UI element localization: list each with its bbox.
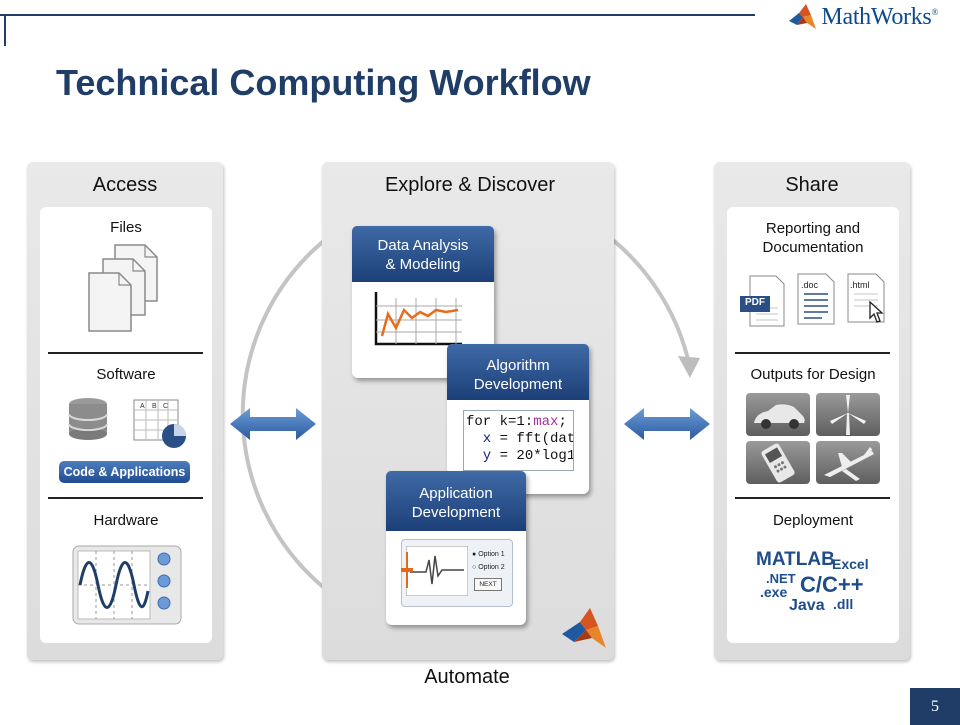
share-title: Share xyxy=(785,174,839,196)
data-analysis-line2: & Modeling xyxy=(385,256,461,273)
next-button[interactable]: NEXT xyxy=(474,578,502,591)
separator xyxy=(48,497,203,499)
svg-text:A: A xyxy=(140,403,145,410)
code-line3-a: y xyxy=(466,448,492,464)
deploy-excel: Excel xyxy=(832,556,869,572)
application-line1: Application xyxy=(419,485,493,502)
airplane-icon xyxy=(824,447,874,481)
page-number: 5 xyxy=(910,688,960,725)
line-plot-icon xyxy=(368,288,468,350)
documents-icon xyxy=(88,244,158,332)
hardware-label: Hardware xyxy=(93,512,159,529)
deploy-dll: .dll xyxy=(833,596,854,612)
airplane-tile xyxy=(816,441,880,484)
pdf-document-icon xyxy=(740,275,785,327)
car-icon xyxy=(754,404,805,429)
code-applications-badge: Code & Applications xyxy=(59,461,190,483)
software-label: Software xyxy=(96,366,156,383)
phone-tile xyxy=(746,441,810,484)
option-2-label: Option 2 xyxy=(478,564,505,571)
application-line2: Development xyxy=(411,504,501,521)
explore-share-arrow-icon xyxy=(624,408,710,440)
deploy-cpp: C/C++ xyxy=(800,572,864,597)
access-explore-arrow-icon xyxy=(230,408,316,440)
code-line1-b: max xyxy=(533,414,559,430)
separator xyxy=(48,352,203,354)
option-1-label: Option 1 xyxy=(478,551,505,558)
wind-turbine-icon xyxy=(830,395,866,435)
pdf-label: PDF xyxy=(745,297,765,308)
membrane-logo-icon xyxy=(789,4,817,29)
database-icon xyxy=(68,398,108,440)
data-analysis-header: Data Analysis & Modeling xyxy=(352,226,494,282)
reporting-line1: Reporting and xyxy=(765,220,861,237)
svg-text:B: B xyxy=(152,403,157,410)
access-title: Access xyxy=(92,174,158,196)
svg-text:C: C xyxy=(163,403,168,410)
algorithm-line1: Algorithm xyxy=(486,357,550,374)
files-label: Files xyxy=(110,219,142,236)
doc-document-icon xyxy=(797,273,835,325)
logo-text: MathWorks® xyxy=(821,3,938,30)
automate-label: Automate xyxy=(424,666,510,688)
code-line3-b: = 20*log1 xyxy=(491,448,574,464)
explore-title: Explore & Discover xyxy=(384,174,556,196)
doc-label: .doc xyxy=(801,280,819,290)
option-1: ● Option 1 xyxy=(472,551,505,558)
outputs-label: Outputs for Design xyxy=(750,366,876,383)
option-2: ○ Option 2 xyxy=(472,564,505,571)
deploy-java: Java xyxy=(789,597,825,614)
phone-icon xyxy=(761,443,795,483)
header-rule-tick xyxy=(4,14,6,46)
signal-plot-icon xyxy=(406,546,468,596)
reporting-label: Reporting and Documentation xyxy=(727,219,899,257)
reporting-line2: Documentation xyxy=(762,239,864,256)
separator xyxy=(735,352,890,354)
application-header: Application Development xyxy=(386,471,526,531)
deploy-matlab: MATLAB xyxy=(756,549,835,570)
mathworks-logo: MathWorks® xyxy=(787,2,938,32)
code-snippet: for k=1:max; x = fft(dat y = 20*log1 xyxy=(463,410,574,471)
deploy-net: .NET xyxy=(766,571,796,586)
car-tile xyxy=(746,393,810,436)
code-line2-a: x xyxy=(466,431,492,447)
code-line1-a: for k=1: xyxy=(466,414,534,430)
matlab-membrane-icon xyxy=(562,608,606,648)
wind-turbine-tile xyxy=(816,393,880,436)
code-line1-c: ; xyxy=(558,414,567,430)
algorithm-header: Algorithm Development xyxy=(447,344,589,400)
header-rule xyxy=(0,14,755,16)
app-window-mockup: ● Option 1 ○ Option 2 NEXT xyxy=(401,539,513,607)
separator xyxy=(735,497,890,499)
html-label: .html xyxy=(850,280,870,290)
deploy-exe: .exe xyxy=(760,584,788,600)
slider-icon xyxy=(401,552,413,588)
page-title: Technical Computing Workflow xyxy=(56,62,591,103)
deployment-label: Deployment xyxy=(772,512,854,529)
html-document-icon xyxy=(847,273,885,323)
oscilloscope-icon xyxy=(72,545,182,625)
code-line2-b: = fft(dat xyxy=(491,431,574,447)
spreadsheet-icon: A B C xyxy=(133,399,186,448)
loop-arrowhead-icon xyxy=(678,356,700,378)
algorithm-line2: Development xyxy=(473,376,563,393)
data-analysis-line1: Data Analysis xyxy=(377,237,469,254)
